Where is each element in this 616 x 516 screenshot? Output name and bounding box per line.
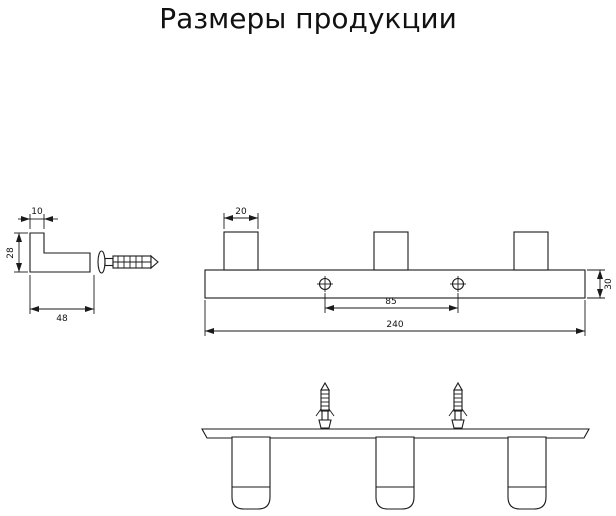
anchor-tip [150,254,159,270]
anchor-ribs [113,256,151,268]
dim-total-length: 240 [204,300,586,336]
dim-label: 240 [386,320,403,330]
screw-anchor-icon [97,250,159,274]
hook-3 [513,231,549,271]
screw-anchor-vertical-left-icon [315,381,335,429]
anchor-tip [453,381,463,391]
hook-2 [373,231,409,271]
screw-collar [321,410,329,421]
screw-head [318,419,332,429]
dim-label: 30 [604,278,614,290]
anchor-tip [320,381,330,391]
dim-label: 10 [31,207,43,217]
hook-outline [231,436,271,510]
screw-collar [454,410,462,421]
side-view: 10 28 48 [6,207,159,324]
rail-front [204,269,586,299]
anchor-wing [328,408,335,417]
hook-outline [507,436,547,510]
screw-anchor-vertical-right-icon [448,381,468,429]
anchor-ribs [454,393,462,411]
dim-hook-width: 20 [223,207,259,229]
screw-head [451,419,465,429]
dim-label: 48 [56,314,68,324]
front-view: 20 85 240 30 [204,207,614,336]
dim-rail-height: 30 [587,269,614,299]
screw-hole-left-icon [317,276,333,292]
anchor-body [453,389,463,412]
anchor-ribs [321,393,329,411]
page-title: Размеры продукции [159,2,457,35]
screw-shaft [104,257,114,267]
washer [97,250,106,274]
rail-bottom-view [201,428,590,439]
dim-depth: 48 [29,275,95,324]
hook-bottom-2 [375,436,415,510]
anchor-wing [461,408,468,417]
dim-height: 28 [6,232,28,273]
hook-bottom-1 [231,436,271,510]
anchor-wing [315,408,322,417]
hook-outline [375,436,415,510]
hook-1 [223,231,259,271]
hook-side-profile [29,232,91,273]
anchor-body [320,389,330,412]
dim-label: 20 [235,207,247,217]
screw-hole-right-icon [450,276,466,292]
bottom-view [201,381,590,510]
dim-top-width: 10 [18,207,58,229]
dim-label: 85 [385,297,396,307]
hook-bottom-3 [507,436,547,510]
dim-label: 28 [6,247,16,259]
anchor-wing [448,408,455,417]
dim-hole-spacing: 85 [324,293,459,313]
